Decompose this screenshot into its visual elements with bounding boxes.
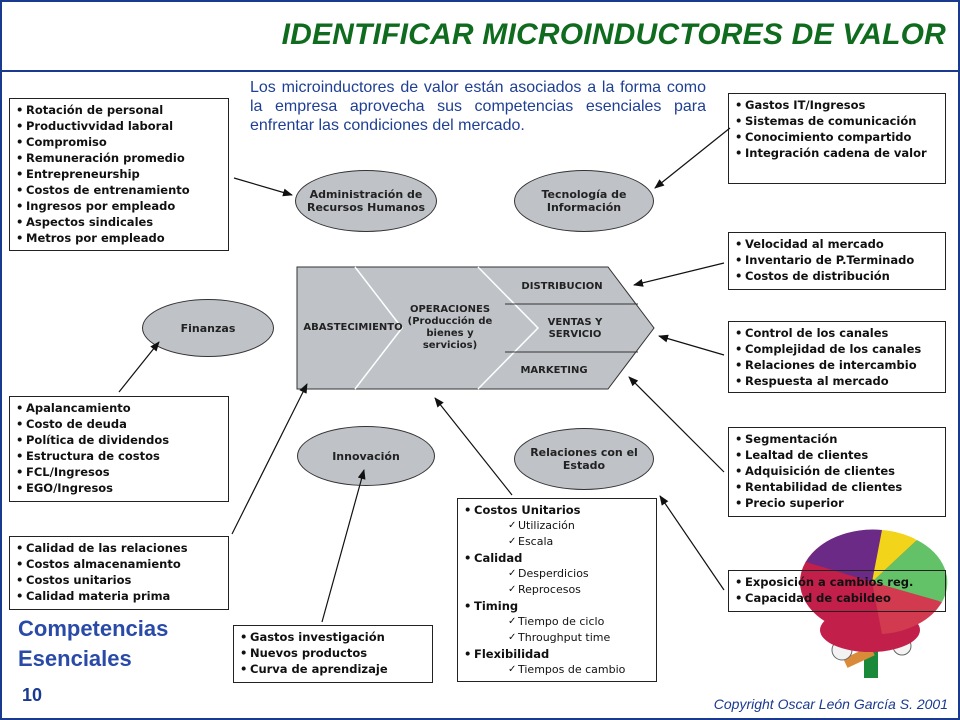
- chain-abastecimiento: ABASTECIMIENTO: [303, 322, 403, 333]
- sub-list-item: Tiempo de ciclo: [464, 614, 650, 630]
- arrow-distribucion: [633, 262, 725, 287]
- list-item: Productivvidad laboral: [16, 118, 222, 134]
- arrow-estado: [659, 495, 725, 591]
- list-item: Complejidad de los canales: [735, 341, 939, 357]
- box-tecnologia: Gastos IT/IngresosSistemas de comunicaci…: [728, 93, 946, 184]
- box-canales: Control de los canalesComplejidad de los…: [728, 321, 946, 393]
- list-item: EGO/Ingresos: [16, 480, 222, 496]
- competencias-line2: Esenciales: [18, 646, 132, 671]
- list-item: Política de dividendos: [16, 432, 222, 448]
- chain-distribucion: DISTRIBUCION: [521, 281, 603, 292]
- arrow-finanzas: [118, 341, 160, 393]
- list-item: Conocimiento compartido: [735, 129, 939, 145]
- box-personal: Rotación de personalProductivvidad labor…: [9, 98, 229, 251]
- list-item: FCL/Ingresos: [16, 464, 222, 480]
- list-item: Remuneración promedio: [16, 150, 222, 166]
- sub-list-item: Escala: [464, 534, 650, 550]
- competencias-esenciales-label: Competencias Esenciales: [18, 614, 168, 674]
- list-item: Lealtad de clientes: [735, 447, 939, 463]
- list-item: Respuesta al mercado: [735, 373, 939, 389]
- title-rule: [2, 70, 958, 72]
- list-item: Costos almacenamiento: [16, 556, 222, 572]
- sub-list-item: Tiempos de cambio: [464, 662, 650, 678]
- arrow-canales: [658, 334, 725, 356]
- list-item: Costos de entrenamiento: [16, 182, 222, 198]
- value-chain-shape: [296, 266, 655, 390]
- list-item: Curva de aprendizaje: [240, 661, 426, 677]
- arrow-abastecimiento: [231, 383, 308, 535]
- box-innovacion: Gastos investigaciónNuevos productosCurv…: [233, 625, 433, 683]
- sub-list-item: Desperdicios: [464, 566, 650, 582]
- arrow-innovacion: [321, 469, 366, 623]
- sub-list-item: Reprocesos: [464, 582, 650, 598]
- list-item: Metros por empleado: [16, 230, 222, 246]
- box-estado: Exposición a cambios reg.Capacidad de ca…: [728, 570, 946, 612]
- oval-finanzas: Finanzas: [142, 299, 274, 357]
- list-item: Costo de deuda: [16, 416, 222, 432]
- list-item: Integración cadena de valor: [735, 145, 939, 161]
- holding-figure-illustration: [800, 529, 948, 678]
- box-abastecimiento: Calidad de las relacionesCostos almacena…: [9, 536, 229, 610]
- list-item: Inventario de P.Terminado: [735, 252, 939, 268]
- chain-operaciones: OPERACIONES (Producción de bienes y serv…: [407, 304, 493, 351]
- intro-text: Los microinductores de valor están asoci…: [250, 79, 706, 134]
- arrow-clientes: [628, 376, 725, 473]
- list-item: Costos de distribución: [735, 268, 939, 284]
- list-item: Timing: [464, 598, 650, 614]
- copyright: Copyright Oscar León García S. 2001: [713, 696, 948, 712]
- list-item: Velocidad al mercado: [735, 236, 939, 252]
- list-item: Nuevos productos: [240, 645, 426, 661]
- arrow-operaciones: [434, 397, 513, 496]
- box-clientes: SegmentaciónLealtad de clientesAdquisici…: [728, 427, 946, 517]
- list-item: Aspectos sindicales: [16, 214, 222, 230]
- competencias-line1: Competencias: [18, 616, 169, 641]
- list-item: Calidad: [464, 550, 650, 566]
- chain-marketing: MARKETING: [520, 365, 588, 376]
- list-item: Relaciones de intercambio: [735, 357, 939, 373]
- page-number: 10: [22, 685, 43, 705]
- oval-tecnologia: Tecnología de Información: [514, 170, 654, 232]
- oval-innovacion: Innovación: [297, 426, 435, 486]
- list-item: Sistemas de comunicación: [735, 113, 939, 129]
- list-item: Ingresos por empleado: [16, 198, 222, 214]
- list-item: Gastos investigación: [240, 629, 426, 645]
- oval-rrhh: Administración de Recursos Humanos: [295, 170, 437, 232]
- list-item: Precio superior: [735, 495, 939, 511]
- list-item: Flexibilidad: [464, 646, 650, 662]
- list-item: Capacidad de cabildeo: [735, 590, 939, 606]
- list-item: Apalancamiento: [16, 400, 222, 416]
- sub-list-item: Utilización: [464, 518, 650, 534]
- arrows: [118, 127, 731, 623]
- list-item: Estructura de costos: [16, 448, 222, 464]
- list-item: Control de los canales: [735, 325, 939, 341]
- list-item: Rotación de personal: [16, 102, 222, 118]
- list-item: Calidad materia prima: [16, 588, 222, 604]
- box-finanzas: ApalancamientoCosto de deudaPolítica de …: [9, 396, 229, 502]
- list-item: Costos unitarios: [16, 572, 222, 588]
- list-item: Rentabilidad de clientes: [735, 479, 939, 495]
- list-item: Adquisición de clientes: [735, 463, 939, 479]
- box-distribucion: Velocidad al mercadoInventario de P.Term…: [728, 232, 946, 290]
- list-item: Costos Unitarios: [464, 502, 650, 518]
- list-item: Calidad de las relaciones: [16, 540, 222, 556]
- list-item: Entrepreneurship: [16, 166, 222, 182]
- list-item: Gastos IT/Ingresos: [735, 97, 939, 113]
- box-operaciones: Costos UnitariosUtilizaciónEscalaCalidad…: [457, 498, 657, 682]
- arrow-tecnologia-to-ti: [654, 127, 731, 189]
- chain-ventas: VENTAS Y SERVICIO: [547, 317, 603, 340]
- list-item: Segmentación: [735, 431, 939, 447]
- slide-title: IDENTIFICAR MICROINDUCTORES DE VALOR: [281, 18, 946, 51]
- arrow-personal-to-rrhh: [233, 177, 293, 197]
- sub-list-item: Throughput time: [464, 630, 650, 646]
- list-item: Exposición a cambios reg.: [735, 574, 939, 590]
- oval-estado: Relaciones con el Estado: [514, 428, 654, 490]
- list-item: Compromiso: [16, 134, 222, 150]
